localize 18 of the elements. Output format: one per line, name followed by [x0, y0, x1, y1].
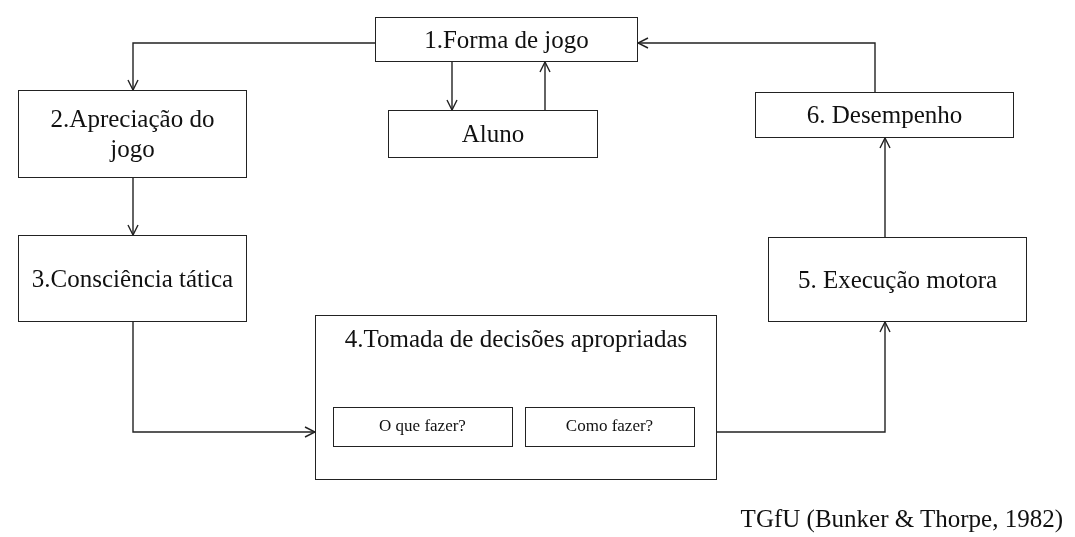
arrow [539, 61, 551, 111]
process-box: 1.Forma de jogo [375, 17, 638, 62]
arrow [446, 61, 458, 111]
arrow [127, 42, 376, 91]
process-box: 5. Execução motora [768, 237, 1027, 322]
arrow [132, 321, 316, 438]
process-box: Aluno [388, 110, 598, 158]
arrow [127, 177, 139, 236]
process-box: 4.Tomada de decisões apropriadas O que fazer? Como fazer? [315, 315, 717, 480]
arrow [879, 137, 891, 238]
process-box: 6. Desempenho [755, 92, 1014, 138]
process-box: Como fazer? [524, 406, 695, 447]
process-box: 2.Apreciação do jogo [18, 90, 247, 178]
arrow [637, 37, 876, 93]
process-box: 3.Consciência tática [18, 235, 247, 322]
arrow [716, 321, 891, 433]
source-citation: TGfU (Bunker & Thorpe, 1982) [740, 505, 1063, 533]
process-box: O que fazer? [332, 406, 513, 447]
